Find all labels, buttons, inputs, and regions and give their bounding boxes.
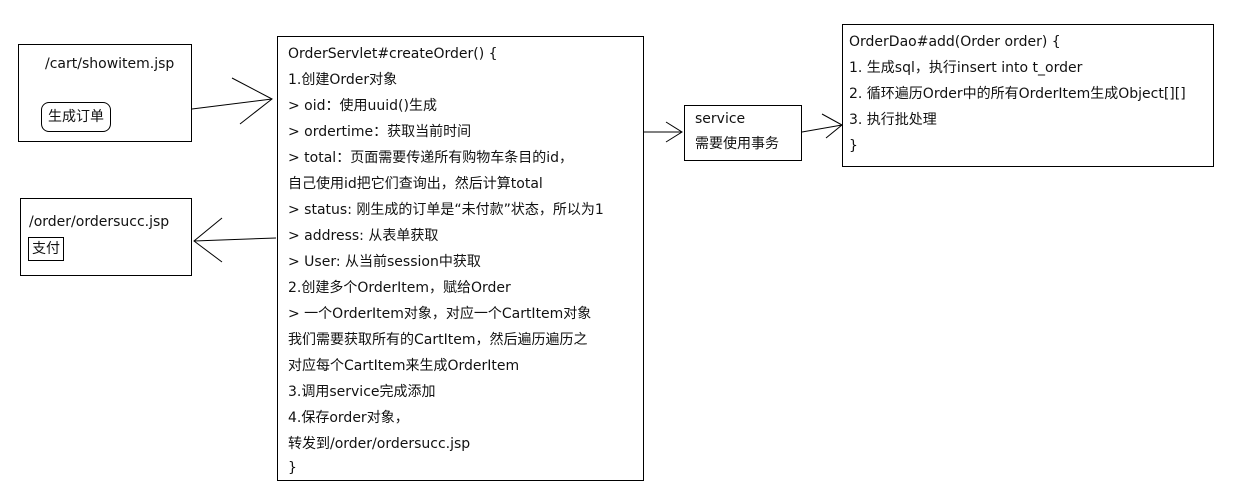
- cart-showitem-title: /cart/showitem.jsp: [45, 56, 175, 72]
- servlet-line-16: 转发到/order/ordersucc.jsp: [288, 436, 471, 452]
- order-dao-box: OrderDao#add(Order order) { 1. 生成sql，执行i…: [842, 24, 1214, 167]
- service-line-1: service: [695, 111, 746, 127]
- servlet-line-2: 1.创建Order对象: [288, 72, 398, 88]
- pay-button[interactable]: 支付: [28, 237, 64, 261]
- dao-line-4: 3. 执行批处理: [849, 112, 937, 128]
- servlet-line-3: > oid：使用uuid()生成: [288, 98, 437, 114]
- dao-line-3: 2. 循环遍历Order中的所有OrderItem生成Object[][]: [849, 86, 1186, 102]
- servlet-line-6: 自己使用id把它们查询出，然后计算total: [288, 176, 543, 192]
- servlet-line-13: 对应每个CartItem来生成OrderItem: [288, 358, 520, 374]
- cart-showitem-box: /cart/showitem.jsp 生成订单: [18, 44, 192, 142]
- servlet-line-5: > total：页面需要传递所有购物车条目的id，: [288, 150, 573, 166]
- arrow-service-to-dao: [801, 124, 843, 133]
- generate-order-button[interactable]: 生成订单: [41, 102, 111, 132]
- dao-line-2: 1. 生成sql，执行insert into t_order: [849, 60, 1083, 76]
- ordersucc-box: /order/ordersucc.jsp 支付: [20, 198, 192, 276]
- service-box: service 需要使用事务: [684, 105, 802, 161]
- servlet-line-8: > address: 从表单获取: [288, 228, 439, 244]
- servlet-line-4: > ordertime：获取当前时间: [288, 124, 472, 140]
- servlet-line-9: > User: 从当前session中获取: [288, 254, 481, 270]
- servlet-line-7: > status: 刚生成的订单是“未付款”状态，所以为1: [288, 202, 604, 218]
- servlet-line-15: 4.保存order对象，: [288, 410, 409, 426]
- arrowhead-servlet-to-ordersucc: [193, 217, 223, 263]
- arrowhead-servlet-to-service: [665, 121, 683, 143]
- service-line-2: 需要使用事务: [695, 136, 779, 152]
- servlet-line-11: > 一个OrderItem对象，对应一个CartItem对象: [288, 306, 592, 322]
- servlet-line-17: }: [288, 460, 297, 476]
- servlet-line-12: 我们需要获取所有的CartItem，然后遍历遍历之: [288, 332, 588, 348]
- arrowhead-cart-to-servlet: [231, 77, 273, 125]
- dao-line-5: }: [849, 138, 858, 154]
- servlet-line-14: 3.调用service完成添加: [288, 384, 436, 400]
- order-servlet-box: OrderServlet#createOrder() { 1.创建Order对象…: [277, 36, 644, 481]
- ordersucc-title: /order/ordersucc.jsp: [29, 214, 170, 230]
- servlet-line-1: OrderServlet#createOrder() {: [288, 46, 498, 62]
- servlet-line-10: 2.创建多个OrderItem，赋给Order: [288, 280, 511, 296]
- arrow-servlet-to-ordersucc: [193, 237, 277, 242]
- dao-line-1: OrderDao#add(Order order) {: [849, 34, 1061, 50]
